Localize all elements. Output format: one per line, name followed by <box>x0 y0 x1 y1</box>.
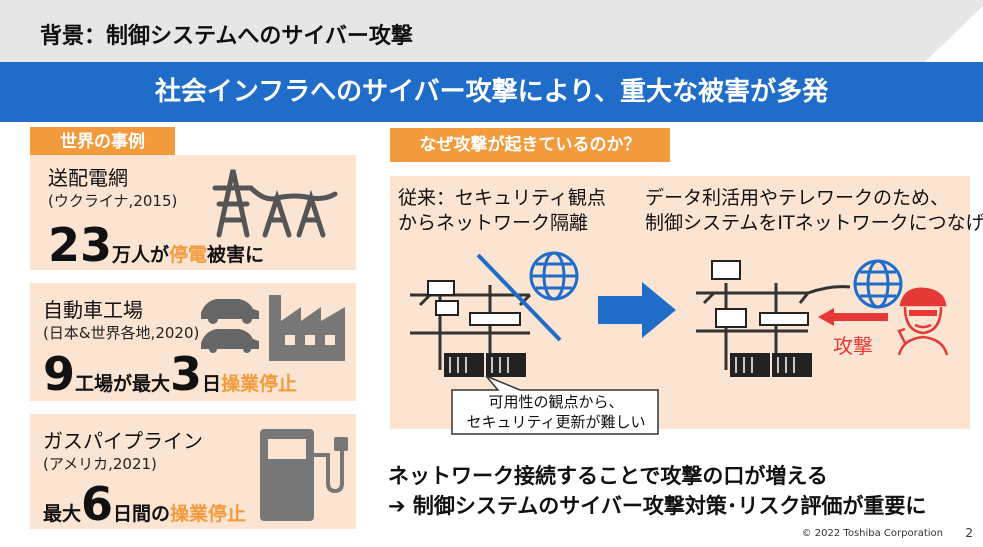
factory-icon <box>269 295 345 361</box>
case-stat: 最大6日間の操業停止 <box>43 481 246 527</box>
stat-text: 万人が <box>112 244 170 266</box>
attack-arrow-icon <box>818 308 888 326</box>
stat-number: 23 <box>48 218 113 272</box>
transition-arrow-icon <box>598 282 676 338</box>
case-title: 自動車工場 <box>43 298 143 322</box>
after-text-line: 制御システムをITネットワークにつなげる <box>645 211 983 234</box>
before-text: 従来：セキュリティ観点 からネットワーク隔離 <box>398 186 606 235</box>
stat-number: 6 <box>81 477 114 531</box>
power-tower-icon <box>212 169 338 238</box>
copyright-text: © 2022 Toshiba Corporation <box>801 528 943 539</box>
stat-text: 日 <box>202 373 222 395</box>
headline-banner <box>0 62 983 122</box>
case-subtitle: (ウクライナ,2015) <box>48 192 178 210</box>
stat-text: 最大 <box>43 503 82 525</box>
stat-text: 工場が最大 <box>75 373 171 395</box>
conclusion-line-1: ネットワーク接続することで攻撃の口が増える <box>388 464 828 488</box>
stat-number: 3 <box>170 347 203 401</box>
internet-globe-icon <box>853 259 903 309</box>
hacker-icon <box>897 287 949 356</box>
callout-line: 可用性の観点から、 <box>488 393 624 411</box>
gas-pump-icon <box>260 429 348 521</box>
stat-accent: 操業停止 <box>170 503 247 525</box>
case-stat: 9工場が最大3日操業停止 <box>43 351 297 397</box>
after-text-line: データ利活用やテレワークのため、 <box>645 187 950 209</box>
section-label-world-cases: 世界の事例 <box>30 127 175 157</box>
attack-label: 攻撃 <box>833 334 873 358</box>
stat-text: 日間の <box>113 503 171 525</box>
stat-text: 被害に <box>207 244 265 266</box>
before-text-line: 従来：セキュリティ観点 <box>398 187 606 209</box>
page-title: 背景：制御システムへのサイバー攻撃 <box>40 24 413 49</box>
stat-number: 9 <box>43 347 76 401</box>
question-label: なぜ攻撃が起きているのか？ <box>390 128 670 162</box>
connected-network-diagram <box>696 260 851 377</box>
headline-text: 社会インフラへのサイバー攻撃により、重大な被害が多発 <box>154 77 829 107</box>
stat-accent: 操業停止 <box>221 373 298 395</box>
after-text: データ利活用やテレワークのため、 制御システムをITネットワークにつなげる <box>645 186 983 235</box>
before-text-line: からネットワーク隔離 <box>398 211 589 234</box>
callout-text: 可用性の観点から、 セキュリティ更新が難しい <box>452 392 660 433</box>
case-card-power-grid <box>30 155 356 270</box>
case-stat: 23万人が停電被害に <box>48 222 264 268</box>
callout-bubble <box>451 375 659 435</box>
isolated-network-diagram <box>410 253 562 377</box>
case-title: 送配電網 <box>48 166 128 190</box>
header-bar <box>0 0 983 62</box>
internet-globe-icon <box>529 251 579 301</box>
car-icon <box>201 299 259 353</box>
conclusion-line-2: ➔ 制御システムのサイバー攻撃対策･リスク評価が重要に <box>388 494 927 518</box>
stat-accent: 停電 <box>169 244 208 266</box>
case-title: ガスパイプライン <box>43 429 203 453</box>
callout-line: セキュリティ更新が難しい <box>466 413 646 432</box>
case-subtitle: (アメリカ,2021) <box>43 455 157 473</box>
case-subtitle: (日本&世界各地,2020) <box>43 324 200 342</box>
page-number: 2 <box>965 526 973 540</box>
